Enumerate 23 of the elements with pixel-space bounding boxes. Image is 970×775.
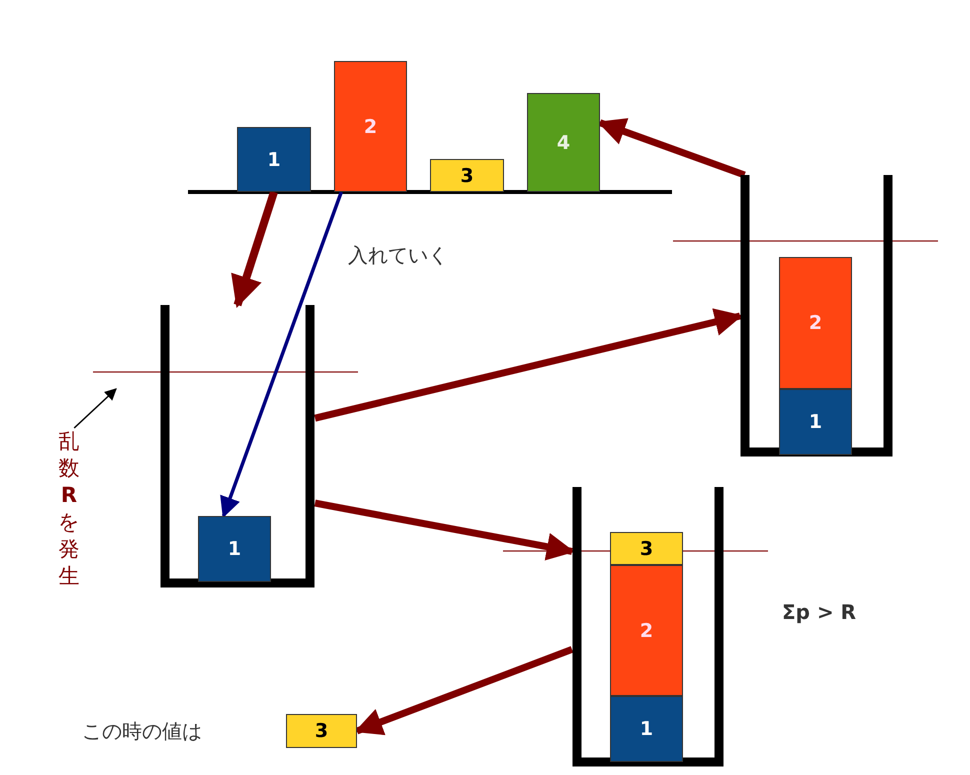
probability-bar: 2 [334,61,407,192]
stacked-block: 3 [610,532,683,565]
stacked-block: 1 [779,389,852,455]
probability-bar: 4 [527,93,600,192]
probability-bar: 1 [237,127,311,192]
cup-container [740,175,893,457]
stacked-block: 2 [779,257,852,389]
vertical-caption: 乱数Rを発生 [56,428,82,593]
cup-container [160,305,315,588]
arrow [220,191,343,518]
stacked-block: 1 [198,516,271,582]
arrow [314,500,575,560]
value-box: 3 [286,714,357,748]
stacked-block: 1 [610,696,683,762]
stacked-block: 2 [610,565,683,696]
formula-text: Σp > R [782,600,856,624]
annotation-text: 入れていく [348,242,448,269]
value-caption: この時の値は [82,718,202,745]
probability-bar: 3 [430,159,504,192]
arrow [314,308,743,422]
cup-container [572,487,724,767]
arrow [231,190,278,308]
leader-arrow [74,388,117,429]
